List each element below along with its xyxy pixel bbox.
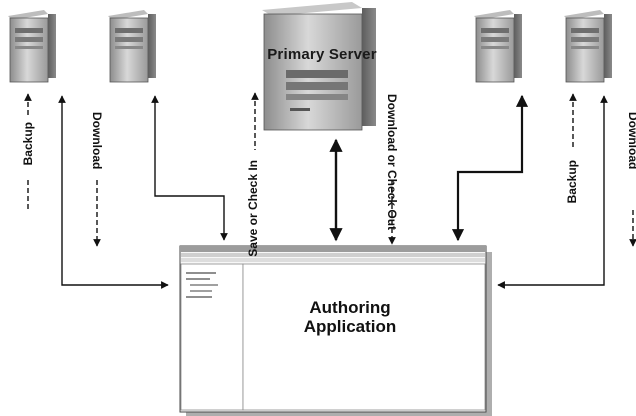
save-label-line2: Check In [246, 160, 260, 211]
authoring-application-label: Authoring Application [270, 298, 430, 336]
backup-connector-left [58, 95, 169, 289]
download-computer-right [474, 10, 522, 83]
backup-label-left: Backup [21, 122, 35, 166]
backup-connector-right [497, 95, 608, 289]
save-checkin-label: Save or Check In [246, 160, 260, 257]
download-checkout-label: Download or Check Out [385, 94, 399, 231]
app-label-line1: Authoring [309, 298, 391, 317]
primary-server-computer [262, 2, 376, 131]
download-connector-left [151, 95, 228, 241]
backup-label-right: Backup [565, 160, 579, 204]
save-label-line1: Save or [246, 213, 260, 257]
dl-label-line1: Download or [385, 94, 399, 167]
authoring-application-window [179, 245, 492, 416]
backup-computer-right [564, 10, 612, 83]
primary-server-label: Primary Server [267, 46, 377, 63]
dl-label-line2: Check Out [385, 170, 399, 231]
download-connector-right [451, 94, 529, 242]
backup-computer-left [8, 10, 56, 83]
download-label-right: Download [626, 112, 636, 170]
download-label-left: Download [90, 112, 104, 170]
download-computer-left [108, 10, 156, 83]
app-label-line2: Application [303, 317, 397, 336]
